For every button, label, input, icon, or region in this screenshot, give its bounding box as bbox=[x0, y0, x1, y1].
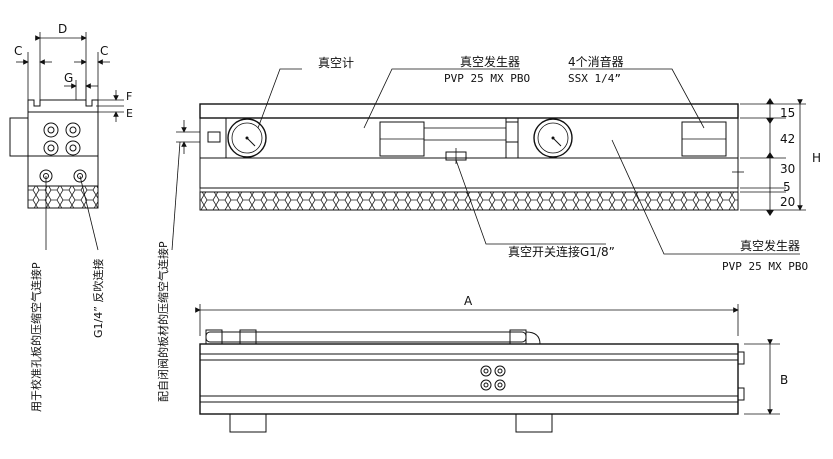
dim-5: 5 bbox=[783, 180, 791, 194]
port-icon bbox=[494, 365, 506, 377]
dim-b-label: B bbox=[780, 373, 788, 387]
label-vacuum-generator-top: 真空发生器 bbox=[460, 54, 520, 69]
label-vacuum-switch-connection: 真空开关连接G1/8” bbox=[508, 244, 615, 259]
dim-d-label: D bbox=[58, 22, 67, 36]
label-silencers-model: SSX 1/4” bbox=[568, 72, 621, 85]
port-icon bbox=[480, 365, 492, 377]
dim-15: 15 bbox=[780, 106, 795, 120]
dim-42: 42 bbox=[780, 132, 795, 146]
dim-f-label: F bbox=[126, 90, 132, 103]
bottom-view: A B bbox=[195, 294, 788, 433]
side-view: D C C G F E bbox=[9, 22, 133, 412]
label-blowoff-connection: G1/4” 反吹连接 bbox=[92, 259, 105, 338]
label-vacuum-generator-top-model: PVP 25 MX PBO bbox=[444, 72, 530, 85]
label-vacuum-gauge: 真空计 bbox=[318, 56, 354, 70]
dim-c-left-label: C bbox=[14, 44, 22, 58]
vacuum-gauge-icon bbox=[227, 118, 267, 158]
front-view: 配自闭阀的板材的压缩空气连接P 真空计 真空发生器 PVP 25 MX PBO … bbox=[156, 54, 821, 402]
label-vacuum-generator-bottom-model: PVP 25 MX PBO bbox=[722, 260, 808, 273]
dim-h: H bbox=[812, 151, 821, 165]
dim-c-right-label: C bbox=[100, 44, 108, 58]
dim-e-label: E bbox=[126, 107, 133, 120]
label-compressed-air-p: 用于校准孔板的压缩空气连接P bbox=[29, 262, 43, 412]
label-plate-air-connection: 配自闭阀的板材的压缩空气连接P bbox=[156, 241, 170, 402]
label-silencers: 4个消音器 bbox=[568, 54, 624, 69]
dim-20: 20 bbox=[780, 195, 795, 209]
vacuum-gauge-icon bbox=[533, 118, 573, 158]
dim-30: 30 bbox=[780, 162, 795, 176]
port-icon bbox=[494, 379, 506, 391]
dim-g-label: G bbox=[64, 71, 73, 85]
port-icon bbox=[480, 379, 492, 391]
dim-a-label: A bbox=[464, 294, 473, 308]
label-vacuum-generator-bottom: 真空发生器 bbox=[740, 238, 800, 253]
